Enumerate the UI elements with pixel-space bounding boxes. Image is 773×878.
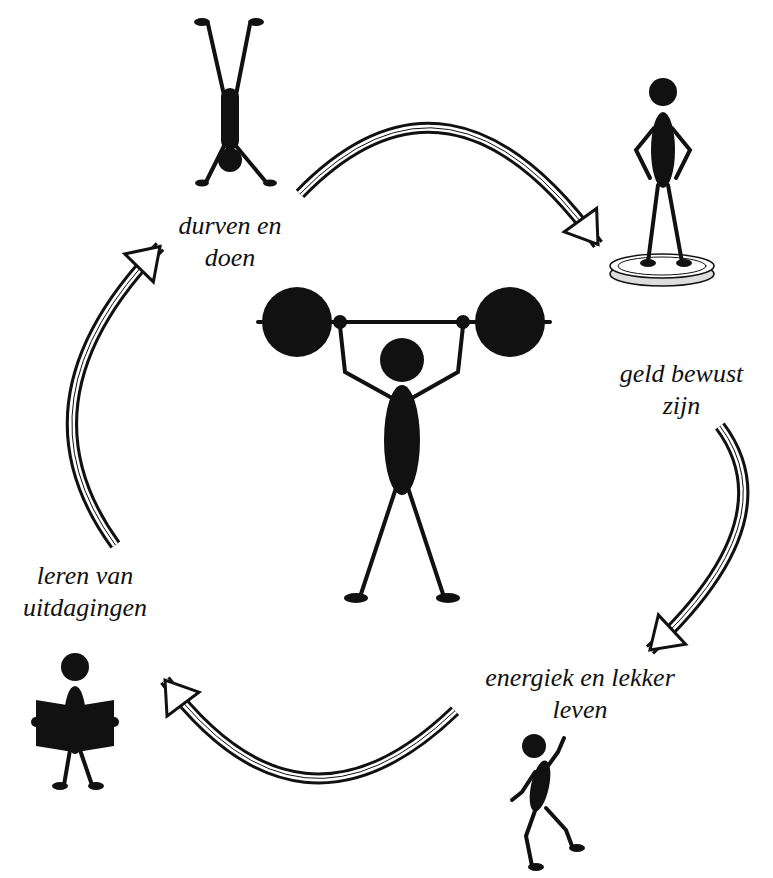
stage-label: durven en doen: [165, 210, 295, 274]
arrow-inner: [300, 128, 598, 245]
stage-node: energiek en lekker leven: [455, 650, 705, 875]
weightlifter-figure: [258, 287, 550, 603]
arrow-core-line: [300, 128, 598, 245]
stage-node: geld bewust zijn: [598, 70, 765, 426]
arrow-core-line: [72, 246, 160, 545]
coin-figure: [610, 78, 714, 286]
stage-label: leren van uitdagingen: [8, 560, 163, 624]
arrow-core-line: [650, 426, 743, 650]
arrow-head: [564, 208, 598, 244]
reading-figure: [31, 653, 119, 790]
arrow-outline: [165, 680, 455, 778]
stage-node: leren van uitdagingen: [5, 545, 165, 800]
arrow-core-line: [165, 680, 455, 778]
arrow-head: [125, 246, 160, 281]
cycle-arrow: [300, 128, 598, 245]
arrow-outline: [300, 128, 598, 245]
arrow-outline: [650, 426, 743, 650]
stage-label: geld bewust zijn: [607, 358, 757, 422]
arrow-outline: [72, 246, 160, 545]
cycle-arrow: [650, 426, 743, 650]
handstand-figure: [194, 18, 277, 187]
stage-node: durven en doen: [160, 15, 300, 278]
arrow-inner: [72, 246, 160, 545]
cycle-arrow: [165, 680, 455, 778]
running-figure: [512, 734, 585, 871]
arrow-head: [650, 615, 686, 650]
cycle-arrow: [72, 246, 160, 545]
arrow-inner: [165, 680, 455, 778]
arrow-head: [165, 680, 199, 716]
stage-label: energiek en lekker leven: [485, 662, 675, 726]
arrow-inner: [650, 426, 743, 650]
